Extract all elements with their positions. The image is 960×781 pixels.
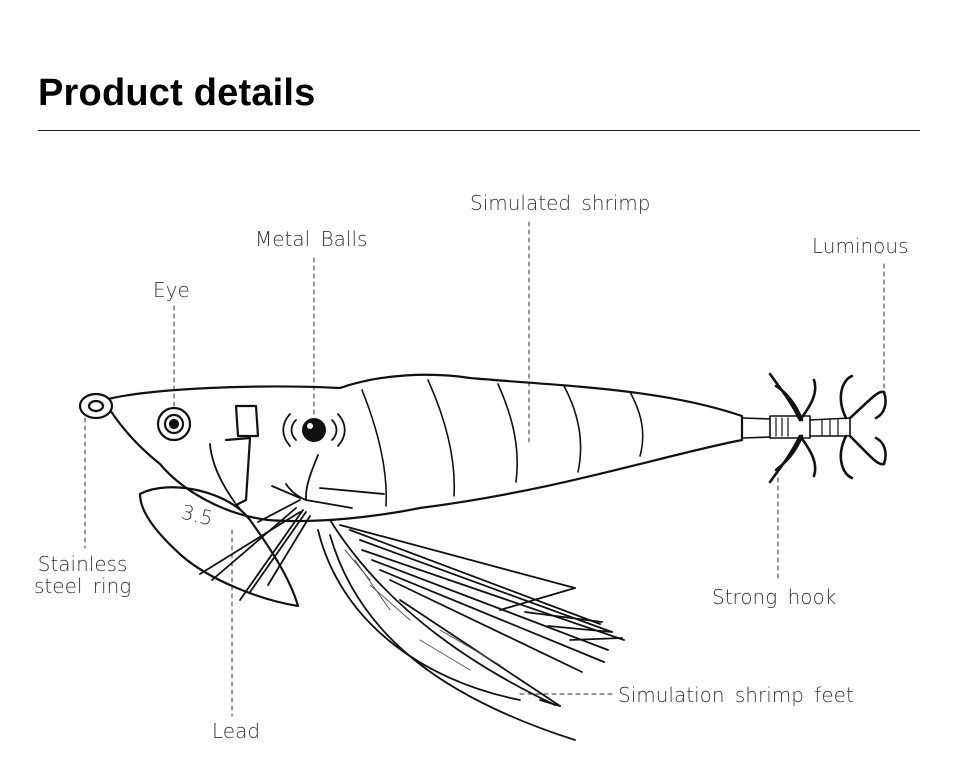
weight-mark: 3.5 bbox=[179, 500, 216, 531]
label-simulation-shrimp-feet: Simulation shrimp feet bbox=[618, 683, 854, 707]
shrimp-legs bbox=[199, 454, 385, 601]
metal-ball-icon bbox=[282, 413, 346, 447]
label-eye: Eye bbox=[153, 278, 190, 302]
lead-sinker bbox=[138, 486, 300, 608]
label-lead: Lead bbox=[212, 719, 261, 743]
lure-body bbox=[102, 373, 744, 523]
label-luminous: Luminous bbox=[812, 234, 909, 258]
page-title: Product details bbox=[38, 72, 316, 114]
title-divider bbox=[38, 130, 920, 131]
label-simulated-shrimp: Simulated shrimp bbox=[470, 191, 651, 215]
label-strong-hook: Strong hook bbox=[712, 585, 837, 609]
leader-lines bbox=[84, 221, 885, 717]
eye-icon bbox=[156, 406, 192, 442]
tail-rays bbox=[317, 519, 625, 741]
stainless-steel-ring-icon bbox=[78, 392, 114, 420]
label-metal-balls: Metal Balls bbox=[255, 227, 368, 251]
label-stainless-steel-ring: Stainless steel ring bbox=[34, 552, 132, 598]
strong-hook-icon bbox=[741, 372, 887, 484]
